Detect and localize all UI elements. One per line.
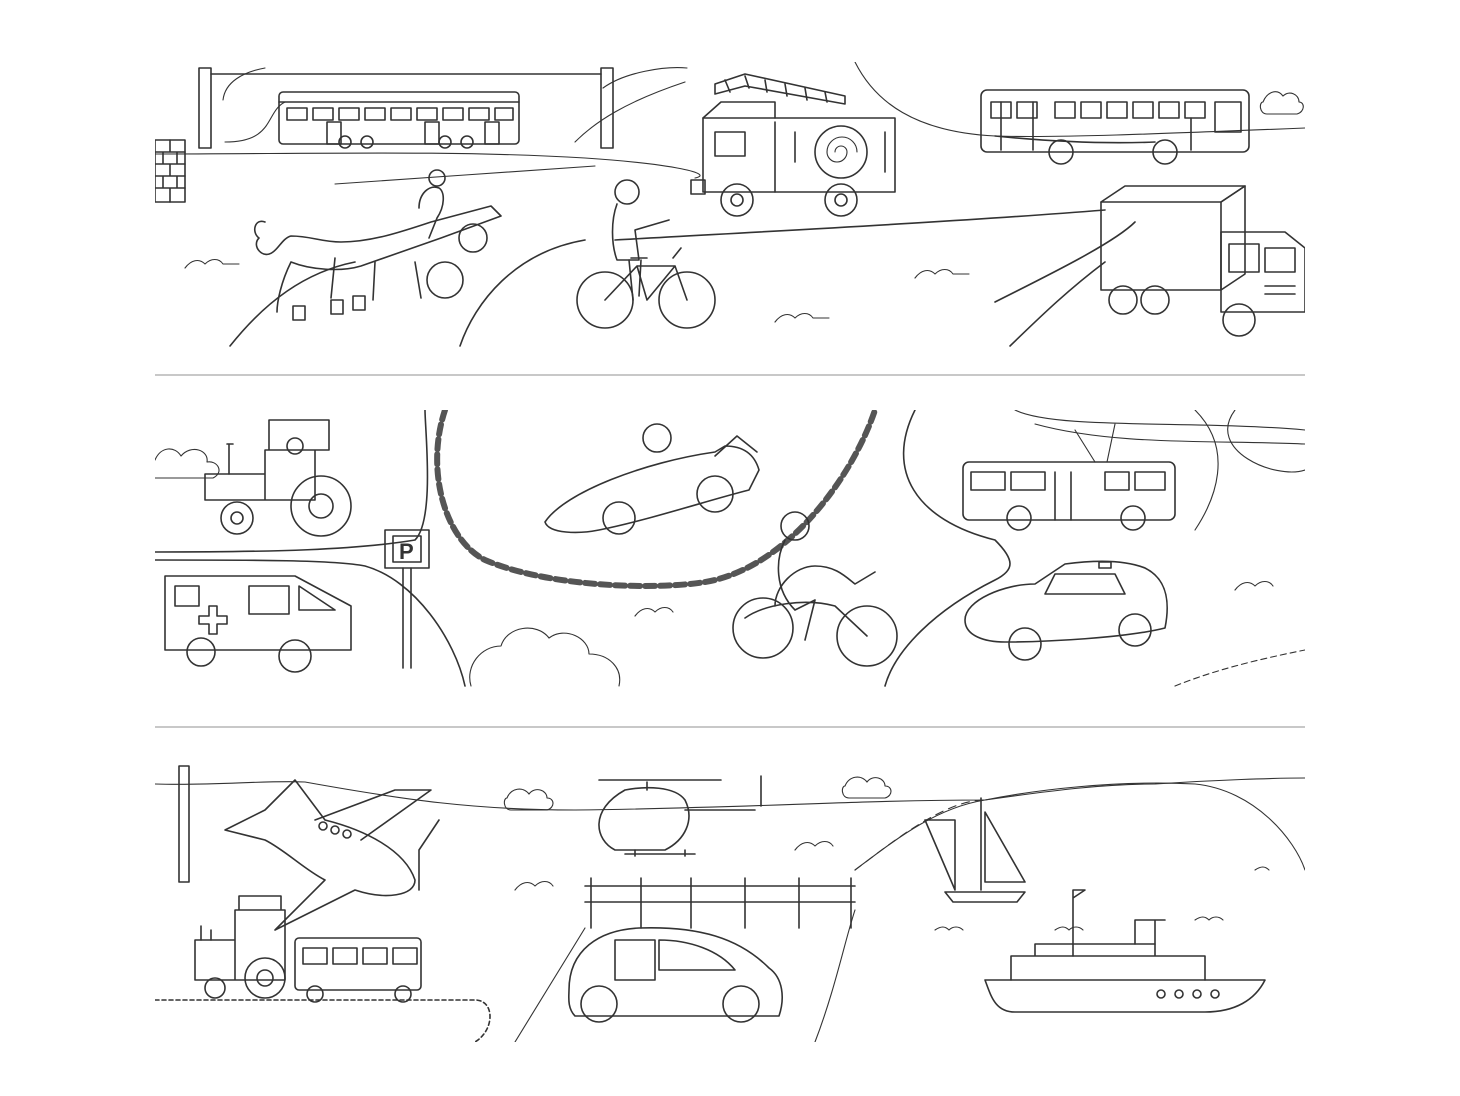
steam-train xyxy=(155,895,491,1042)
divider-bottom xyxy=(155,726,1305,728)
middle-panel-drawing: P xyxy=(155,410,1305,687)
helicopter xyxy=(598,775,762,857)
chain-border xyxy=(434,410,878,589)
tractor xyxy=(204,419,352,537)
grass xyxy=(514,840,834,891)
fire-engine xyxy=(690,73,896,217)
rope-fence xyxy=(854,799,986,871)
ship xyxy=(984,889,1266,1013)
top-panel xyxy=(155,62,1305,348)
brick-wall xyxy=(155,139,186,203)
bottom-panel xyxy=(155,760,1305,1042)
bush xyxy=(469,627,621,687)
bush xyxy=(155,448,220,479)
parking-sign: P xyxy=(384,529,430,669)
grass xyxy=(634,580,1274,617)
tram xyxy=(198,67,688,149)
propeller-plane xyxy=(224,779,440,931)
motorcyclist xyxy=(732,511,898,667)
fence xyxy=(584,877,856,929)
trolleybus xyxy=(962,423,1176,531)
car xyxy=(567,926,783,1023)
cyclist xyxy=(576,179,716,329)
race-car xyxy=(544,423,760,535)
bottom-panel-drawing xyxy=(155,765,1305,1042)
horse-cart xyxy=(253,169,502,321)
cloud xyxy=(841,776,892,799)
divider-top xyxy=(155,374,1305,376)
sailboat xyxy=(924,797,1026,903)
ambulance xyxy=(164,575,352,673)
delivery-truck xyxy=(1100,185,1305,337)
cloud xyxy=(503,788,554,811)
utility-pole xyxy=(178,765,190,883)
grass xyxy=(774,268,970,323)
grass xyxy=(184,258,240,269)
waves xyxy=(934,866,1270,931)
top-panel-drawing xyxy=(155,62,1305,347)
rail-track xyxy=(1174,649,1305,687)
parking-letter: P xyxy=(399,539,414,564)
police-car xyxy=(964,560,1168,661)
bus xyxy=(980,89,1250,165)
bush xyxy=(1259,91,1304,115)
middle-panel: P xyxy=(155,410,1305,688)
